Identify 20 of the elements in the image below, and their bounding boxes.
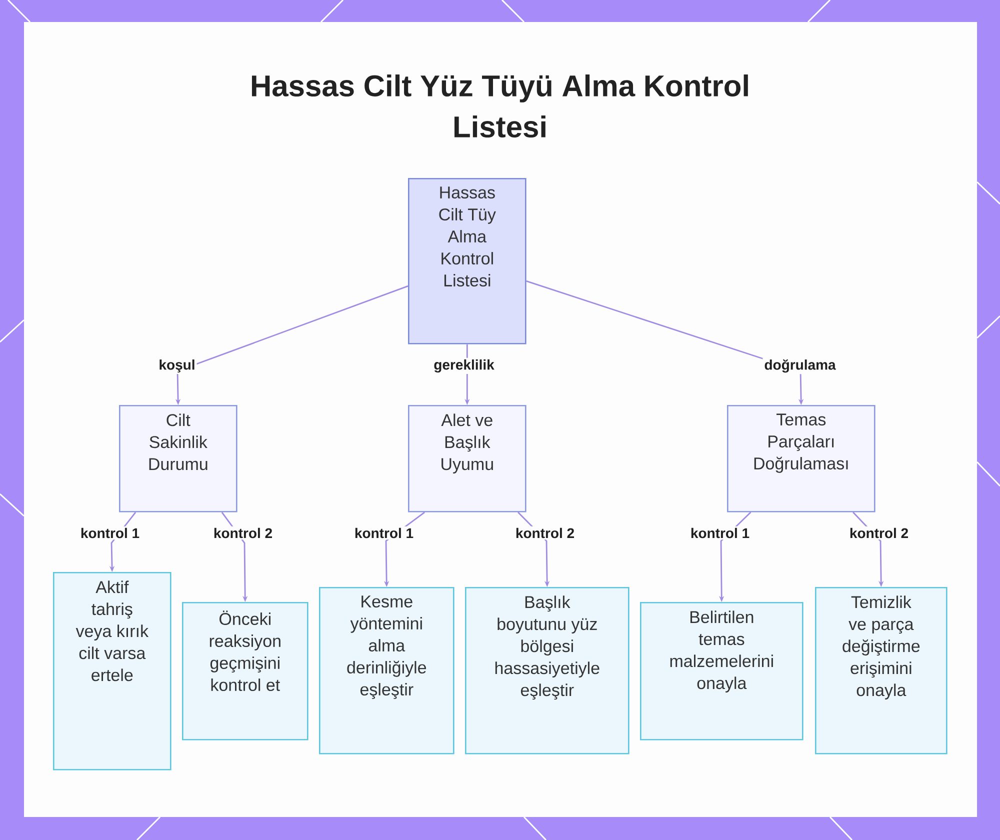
root-box: Hassas Cilt Tüy Alma Kontrol Listesi	[408, 178, 526, 344]
item-box: Temizlik ve parça değiştirme erişimini onayla	[815, 587, 948, 754]
edge-label: kontrol 1	[688, 526, 752, 540]
item-box: Kesme yöntemini alma derinliğiyle eşleştir	[319, 587, 454, 754]
item-box: Önceki reaksiyon geçmişini kontrol et	[182, 602, 308, 740]
title: Hassas Cilt Yüz Tüyü Alma Kontrol Listesi	[252, 74, 748, 138]
edge-label: koşul	[157, 358, 197, 374]
edge-label: kontrol 2	[212, 526, 274, 540]
item-box: Başlık boyutunu yüz bölgesi hassasiyetiyle eşleştir	[465, 587, 630, 754]
category-box: Alet ve Başlık Uyumu	[408, 405, 526, 512]
edge-label: gereklilik	[432, 358, 496, 374]
edge-label: doğrulama	[762, 358, 838, 374]
category-box: Temas Parçaları Doğrulaması	[727, 405, 876, 512]
item-box: Aktif tahriş veya kırık cilt varsa ertele	[53, 572, 172, 770]
item-box: Belirtilen temas malzemelerini onayla	[640, 602, 804, 740]
edge-label: kontrol 1	[78, 526, 142, 540]
edge-label: kontrol 2	[514, 526, 576, 540]
category-box: Cilt Sakinlik Durumu	[119, 405, 238, 512]
edge-label: kontrol 1	[352, 526, 416, 540]
edge-label: kontrol 2	[848, 526, 910, 540]
